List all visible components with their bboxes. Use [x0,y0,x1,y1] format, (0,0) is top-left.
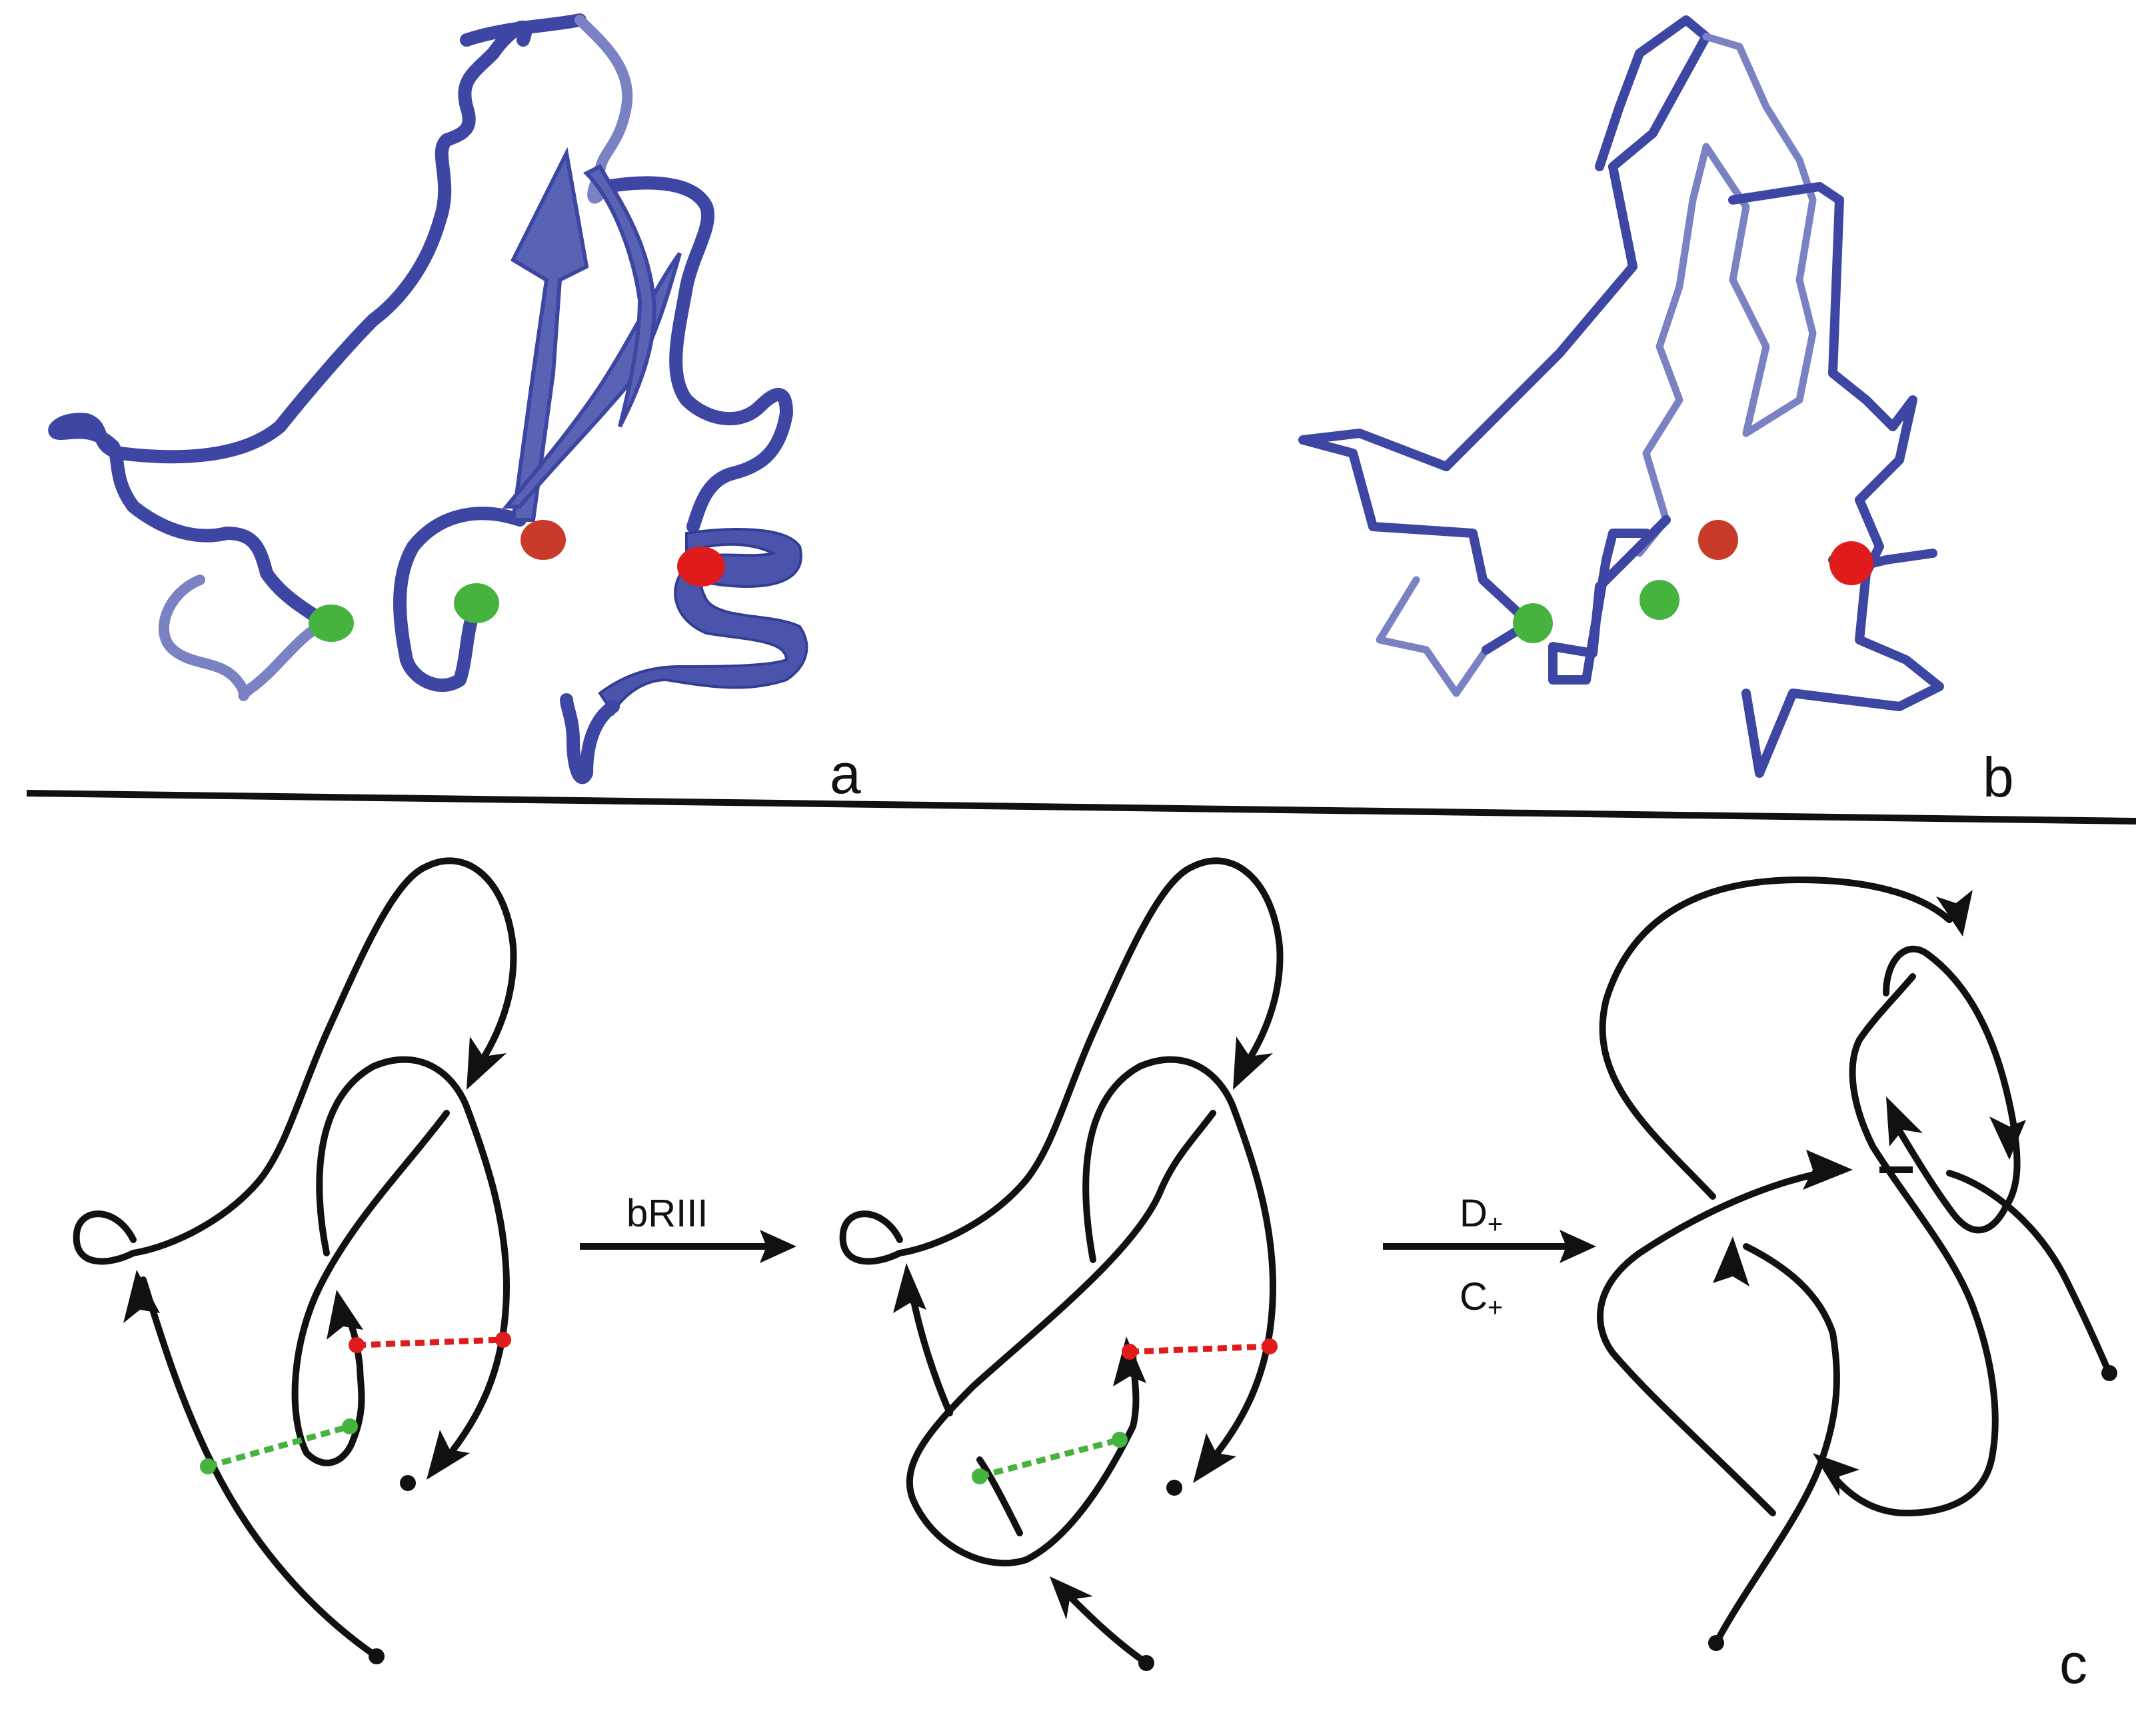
trace-red-marker-2 [1829,541,1873,585]
trace-top-faint [1702,33,1817,437]
d1-start-endpoint [369,1648,385,1664]
d2-start-endpoint [1138,1655,1154,1671]
d2-arrowhead-3 [1233,1036,1273,1090]
cartoon-loop-main [48,20,533,630]
cartoon-green-marker-2 [454,583,499,623]
cartoon-beta-strand-2 [502,252,682,509]
d3-strand-top-arc [1599,876,1953,1200]
d1-green-dot-1 [200,1458,216,1474]
trace-n-tail-faint [1376,576,1490,697]
d2-arrowhead-4 [1193,1433,1236,1483]
cartoon-red-marker-2 [677,547,725,587]
cartoon-loop-right [600,176,793,533]
panel-label-c: c [2059,1632,2087,1695]
d1-red-link [356,1336,504,1348]
panel-b-backbone-trace: b [1298,15,2014,809]
d1-red-dot-2 [495,1332,511,1348]
d3-arrowhead-1 [1936,890,1973,936]
d1-green-dot-2 [342,1418,358,1434]
trace-right-strand [1728,182,1944,778]
d2-red-dot-2 [1262,1338,1278,1354]
d1-arrowhead-4 [327,1290,363,1340]
d3-arrowhead-3 [1886,1096,1923,1146]
d3-strand-crossover-short [1823,973,1999,1516]
d2-green-dot-2 [1112,1432,1128,1448]
cartoon-tail-faint [158,575,332,701]
d2-strand-curl [839,1210,903,1265]
d3-start-endpoint [1708,1635,1724,1651]
move-label-d: D+ [1460,1192,1503,1239]
d3-strand-right-tail [1946,1170,2113,1376]
d1-green-link [207,1423,351,1470]
d2-arrowhead-1 [1050,1576,1093,1620]
move-arrow-d-c: D+ C+ [1383,1192,1596,1322]
d1-strand-inner-arc [316,1056,510,1470]
d3-arrowhead-5 [1803,1150,1853,1190]
d3-end-endpoint [2101,1365,2117,1381]
cartoon-red-marker-1 [521,520,566,560]
d1-end-endpoint [400,1475,416,1491]
d2-strand-inner-arc [1082,1056,1276,1470]
trace-inner-faint [1635,143,1770,557]
d2-arrowhead-5 [1113,1336,1146,1386]
d3-arrowhead-6 [1713,1236,1749,1286]
d2-strand-small-loop [896,857,1284,1256]
move-arrow-2-head [1560,1230,1596,1263]
panel-label-b: b [1983,746,2014,809]
cartoon-loop-lower [393,507,527,693]
panel-c-diagram-2 [839,857,1284,1671]
cartoon-beta-strand-3 [582,164,656,428]
cartoon-loop-top [460,13,586,47]
panel-divider [26,790,2137,825]
d3-strand-lower-left [1713,1243,1840,1646]
d1-strand-tail [140,1276,380,1660]
trace-red-marker-1 [1698,520,1738,560]
move-arrow-brIII: bRIII [580,1192,796,1263]
d2-strand-under [976,1456,1023,1536]
panel-label-a: a [830,743,861,805]
panel-c-diagram-3: c [1596,876,2117,1695]
d1-arrowhead-1 [123,1270,160,1323]
trace-main-left [1298,15,1711,655]
cartoon-loop-top-faint [574,15,633,204]
d2-red-dot-1 [1122,1344,1138,1360]
d1-red-dot-1 [349,1337,365,1353]
d1-strand-curl [73,1210,137,1265]
d3-arrowhead-4 [1813,1453,1859,1496]
cartoon-green-marker-1 [309,605,354,642]
d3-strand-left-s [1596,1166,1843,1516]
d3-strand-right-loop [1883,945,2021,1234]
d2-green-link [978,1436,1121,1480]
d2-strand-long-diagonal [906,1110,1216,1567]
move-label-brIII: bRIII [626,1192,708,1235]
panel-a-protein-cartoon: a [48,13,861,805]
trace-green-marker-2 [1639,580,1679,620]
panel-c-diagram-1 [73,857,517,1664]
move-arrow-1-head [760,1230,796,1263]
d1-arrowhead-3 [427,1430,470,1480]
d1-strand-small-loop [130,857,517,1256]
d3-arrowhead-2 [1989,1116,2026,1160]
d2-end-endpoint [1166,1480,1182,1496]
cartoon-beta-strand-1 [511,147,589,522]
d2-arrowhead-2 [893,1263,926,1313]
cartoon-c-terminal-tail [560,693,620,785]
d1-arrowhead-2 [467,1036,507,1090]
d2-red-link [1129,1343,1270,1355]
trace-green-marker-1 [1513,603,1553,643]
trace-lower-loop [1548,515,1671,685]
move-label-c: C+ [1460,1275,1503,1322]
d2-green-dot-1 [972,1468,988,1484]
d2-strand-tail [1063,1590,1150,1666]
